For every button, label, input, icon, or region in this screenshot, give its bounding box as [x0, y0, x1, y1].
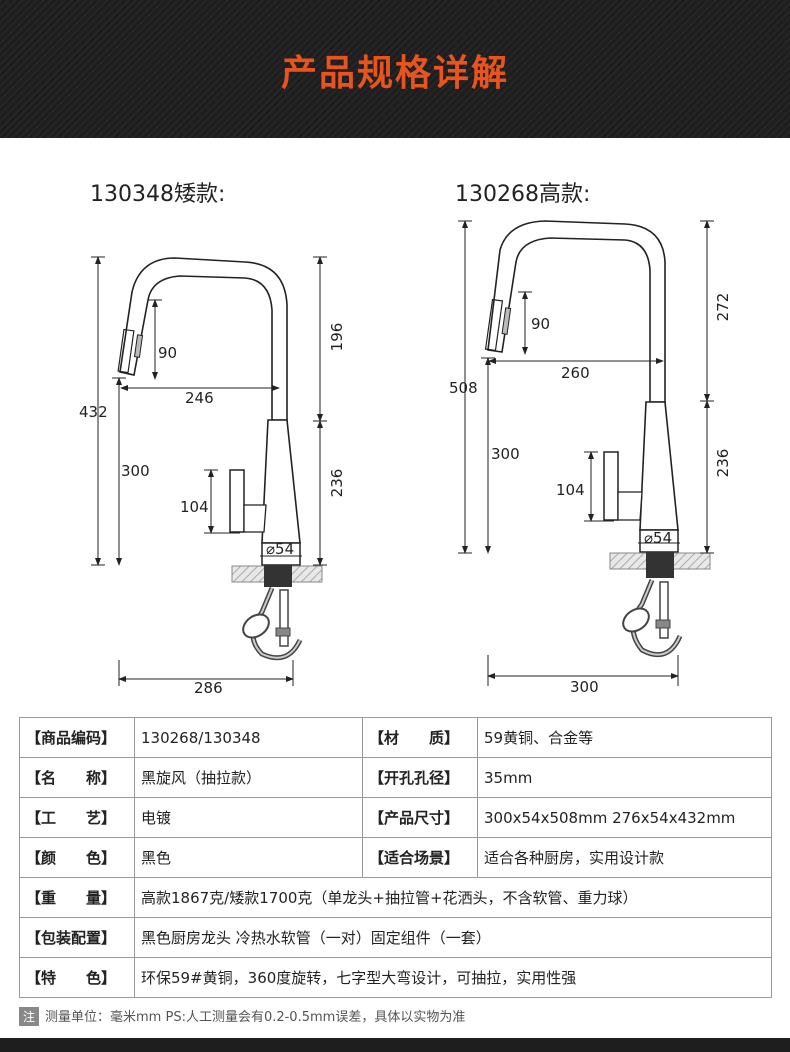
table-row: 【工 艺】 电镀 【产品尺寸】 300x54x508mm 276x54x432m… — [19, 797, 772, 838]
spec-value: 黑旋风（抽拉款） — [134, 757, 363, 798]
table-row: 【商品编码】 130268/130348 【材 质】 59黄铜、合金等 — [19, 717, 772, 758]
spec-label: 【产品尺寸】 — [362, 797, 478, 838]
dim-label: 246 — [185, 389, 214, 407]
spec-value: 300x54x508mm 276x54x432mm — [477, 797, 772, 838]
table-row: 【名 称】 黑旋风（抽拉款） 【开孔孔径】 35mm — [19, 757, 772, 798]
dim-label: 196 — [328, 323, 346, 352]
dim-label: 286 — [194, 679, 223, 697]
table-row: 【重 量】 高款1867克/矮款1700克（单龙头+抽拉管+花洒头，不含软管、重… — [19, 877, 772, 918]
measurement-note: 注测量单位：毫米mm PS:人工测量会有0.2-0.5mm误差，具体以实物为准 — [19, 1006, 465, 1026]
faucet-dimension-diagram: 432 300 90 246 196 236 104 ⌀54 286 — [79, 220, 732, 697]
note-badge: 注 — [19, 1007, 40, 1026]
dim-label: 508 — [449, 379, 478, 397]
dim-label: ⌀54 — [266, 540, 294, 558]
spec-label: 【名 称】 — [19, 757, 135, 798]
spec-value: 130268/130348 — [134, 717, 363, 758]
short-dimension-lines — [91, 256, 327, 686]
table-row: 【包装配置】 黑色厨房龙头 冷热水软管（一对）固定组件（一套） — [19, 917, 772, 958]
header-banner: 产品规格详解 — [0, 0, 790, 138]
dim-label: 260 — [561, 364, 590, 382]
dim-label: 432 — [79, 403, 108, 421]
short-dimension-labels: 432 300 90 246 196 236 104 ⌀54 286 — [79, 323, 346, 697]
dim-label: 104 — [556, 481, 585, 499]
note-text: 测量单位：毫米mm PS:人工测量会有0.2-0.5mm误差，具体以实物为准 — [45, 1010, 466, 1025]
dim-label: 90 — [531, 315, 550, 333]
spec-label: 【开孔孔径】 — [362, 757, 478, 798]
spec-label: 【包装配置】 — [19, 917, 135, 958]
spec-label: 【商品编码】 — [19, 717, 135, 758]
spec-label: 【重 量】 — [19, 877, 135, 918]
table-row: 【特 色】 环保59#黄铜，360度旋转，七字型大弯设计，可抽拉，实用性强 — [19, 957, 772, 998]
dim-label: 272 — [714, 293, 732, 322]
page-title: 产品规格详解 — [280, 53, 509, 94]
spec-value: 高款1867克/矮款1700克（单龙头+抽拉管+花洒头，不含软管、重力球） — [134, 877, 772, 918]
spec-label: 【工 艺】 — [19, 797, 135, 838]
spec-value: 黑色 — [134, 837, 363, 878]
dim-label: 104 — [180, 498, 209, 516]
table-row: 【颜 色】 黑色 【适合场景】 适合各种厨房，实用设计款 — [19, 837, 772, 878]
spec-value: 环保59#黄铜，360度旋转，七字型大弯设计，可抽拉，实用性强 — [134, 957, 772, 998]
tall-dimension-labels: 508 300 90 260 272 236 104 ⌀54 300 — [449, 293, 732, 696]
spec-value: 黑色厨房龙头 冷热水软管（一对）固定组件（一套） — [134, 917, 772, 958]
tall-model-title: 130268高款: — [455, 182, 591, 207]
dim-label: 300 — [570, 678, 599, 696]
spec-value: 35mm — [477, 757, 772, 798]
short-model-title: 130348矮款: — [90, 182, 226, 207]
spec-label: 【特 色】 — [19, 957, 135, 998]
tall-dimension-lines — [458, 220, 714, 686]
tall-faucet-drawing — [484, 220, 711, 658]
spec-value: 59黄铜、合金等 — [477, 717, 772, 758]
dim-label: 90 — [158, 344, 177, 362]
dim-label: 236 — [328, 469, 346, 498]
dim-label: 300 — [491, 445, 520, 463]
spec-label: 【适合场景】 — [362, 837, 478, 878]
dim-label: ⌀54 — [644, 529, 672, 547]
short-faucet-drawing — [117, 257, 323, 661]
spec-table: 【商品编码】 130268/130348 【材 质】 59黄铜、合金等 【名 称… — [19, 717, 772, 998]
spec-label: 【颜 色】 — [19, 837, 135, 878]
spec-label: 【材 质】 — [362, 717, 478, 758]
spec-value: 电镀 — [134, 797, 363, 838]
dim-label: 300 — [121, 462, 150, 480]
dim-label: 236 — [714, 449, 732, 478]
spec-value: 适合各种厨房，实用设计款 — [477, 837, 772, 878]
footer-bar — [0, 1038, 790, 1052]
